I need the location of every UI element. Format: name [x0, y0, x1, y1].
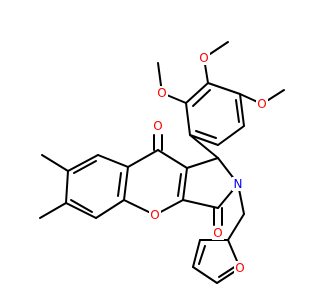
- atom-label: O: [157, 86, 166, 100]
- atom-label: O: [153, 119, 162, 133]
- methoxy-oxygen-top-left: O: [156, 86, 168, 100]
- atom-label-layer: O O O O O O O N: [149, 51, 268, 275]
- furan-oxygen: O: [234, 261, 246, 275]
- lactam-nitrogen: N: [232, 177, 244, 191]
- bond-double-inner: [192, 89, 211, 107]
- bond: [185, 102, 191, 136]
- bond: [65, 170, 69, 204]
- bond: [189, 134, 219, 159]
- bond-layer: [39, 41, 285, 284]
- molecule-drawing: O O O O O O O N: [39, 41, 285, 284]
- bond: [95, 199, 125, 219]
- chromone-ring-oxygen: O: [149, 208, 161, 222]
- atom-label: O: [150, 208, 159, 222]
- atom-label: O: [199, 51, 208, 65]
- bond-double-inner: [73, 160, 97, 174]
- bond-double-inner: [177, 173, 182, 197]
- bond: [192, 239, 201, 268]
- bond: [217, 125, 245, 146]
- methoxy-oxygen-top-middle: O: [198, 51, 210, 65]
- bond-double-inner: [235, 99, 240, 123]
- bond: [207, 82, 241, 95]
- bond: [67, 154, 99, 172]
- bond: [65, 202, 97, 219]
- bond: [227, 213, 245, 241]
- bond: [192, 266, 218, 284]
- bond-double-inner: [117, 172, 122, 197]
- bond-double-inner: [198, 245, 206, 265]
- bond: [123, 166, 129, 201]
- bond-double-inner: [195, 130, 217, 139]
- bond: [182, 167, 188, 201]
- methoxy-oxygen-right: O: [256, 97, 268, 111]
- bond: [157, 149, 188, 169]
- bond: [239, 93, 245, 127]
- bond-methyl-upper: [41, 154, 69, 172]
- bond-methyl-lower: [39, 202, 67, 219]
- atom-label: O: [257, 97, 266, 111]
- bond-double-inner: [218, 265, 237, 278]
- bond: [127, 149, 159, 168]
- atom-label: N: [234, 177, 243, 191]
- atom-label: O: [235, 261, 244, 275]
- bond: [182, 199, 219, 209]
- bond: [97, 154, 129, 168]
- ketone-oxygen: O: [152, 119, 164, 133]
- structure-svg: O O O O O O O N: [39, 41, 285, 284]
- lactam-oxygen: O: [212, 226, 224, 240]
- bond: [186, 157, 219, 169]
- bond-double-inner: [70, 199, 93, 213]
- bond: [185, 82, 209, 104]
- bond: [189, 134, 219, 146]
- atom-label: O: [213, 226, 222, 240]
